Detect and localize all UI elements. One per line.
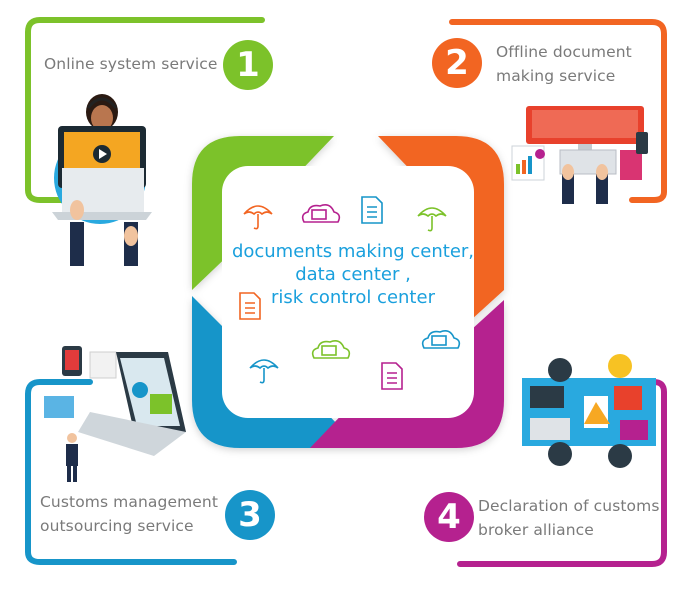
item-4-label-line-2: broker alliance (478, 521, 594, 539)
item-1-label: Online system service (44, 52, 218, 76)
frame-2 (449, 19, 667, 203)
item-2-label: Offline document making service (496, 40, 632, 88)
umbrella-icon (417, 207, 447, 232)
team-meeting-illustration (522, 354, 656, 468)
umbrella-icon (243, 205, 273, 230)
cloud-laptop-icon (301, 204, 341, 223)
step-1-badge: 1 (223, 40, 273, 90)
frame-3 (25, 379, 237, 565)
item-1-label-line-1: Online system service (44, 55, 218, 73)
cloud-laptop-icon (421, 330, 461, 349)
document-icon (381, 362, 403, 390)
document-icon (361, 196, 383, 224)
cloud-laptop-icon (311, 340, 351, 359)
center-line-3: risk control center (271, 287, 435, 308)
document-icon (239, 292, 261, 320)
frame-4 (457, 379, 667, 567)
step-3-badge: 3 (225, 490, 275, 540)
desk-workspace-illustration (511, 106, 648, 204)
umbrella-icon (249, 359, 279, 384)
center-line-1: documents making center, (231, 241, 475, 262)
step-4-badge: 4 (424, 492, 474, 542)
item-2-label-line-1: Offline document (496, 43, 632, 61)
item-4-label-line-1: Declaration of customs (478, 497, 660, 515)
online-consulting-illustration (44, 346, 186, 482)
item-3-label-line-1: Customs management (40, 493, 219, 511)
step-2-badge: 2 (432, 38, 482, 88)
center-heading: documents making center, data center , r… (218, 240, 488, 309)
support-agent-illustration (52, 94, 152, 266)
center-line-2: data center , (295, 264, 411, 285)
item-3-label: Customs management outsourcing service (40, 490, 218, 538)
item-4-label: Declaration of customs broker alliance (478, 494, 660, 542)
frame-1 (25, 17, 265, 203)
item-3-label-line-2: outsourcing service (40, 517, 194, 535)
center-panel (222, 166, 474, 418)
item-2-label-line-2: making service (496, 67, 616, 85)
